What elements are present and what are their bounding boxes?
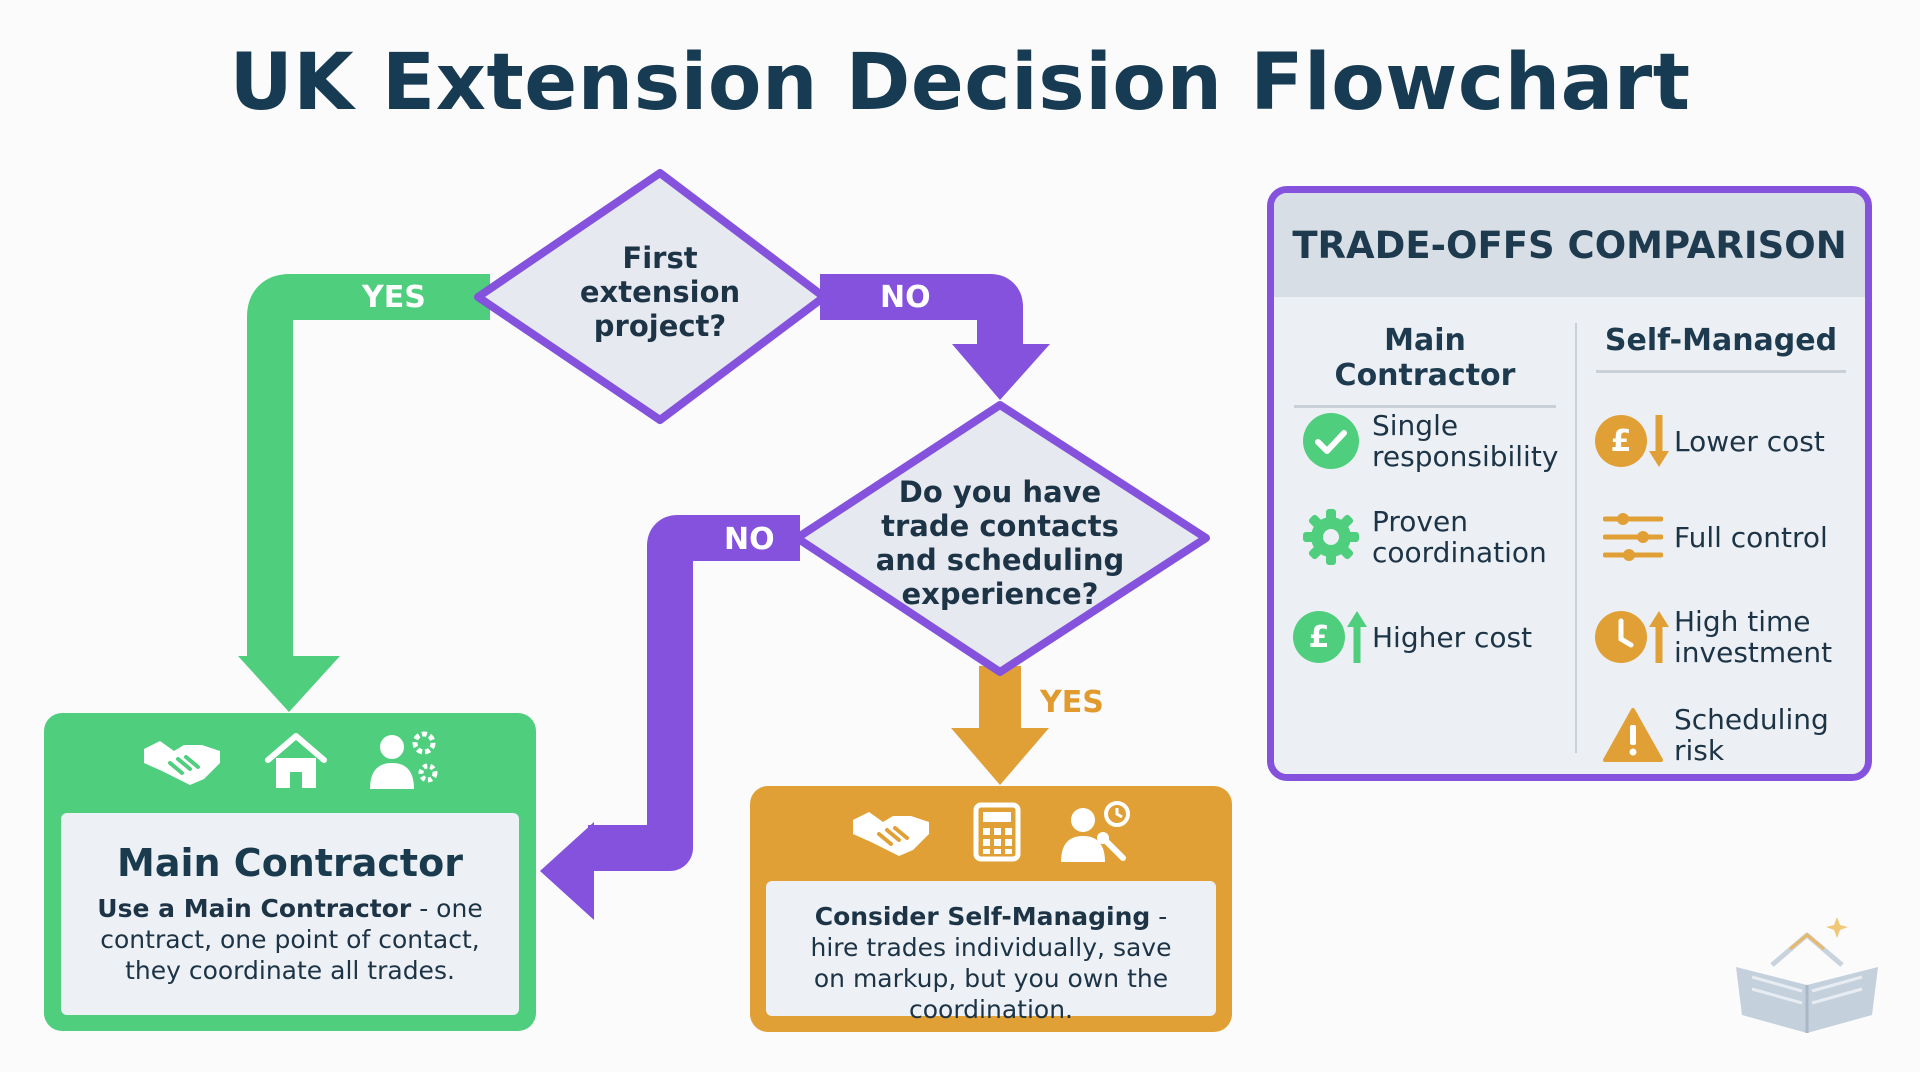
pound-down-icon: £ (1592, 413, 1674, 469)
yes-arrowhead-1 (238, 656, 340, 712)
decision-diamond-first (474, 169, 828, 424)
book-house-logo (1732, 905, 1882, 1039)
card-description-bold: Consider Self-Managing (814, 902, 1151, 931)
person-gear-icon (368, 729, 440, 797)
decision-line: project? (593, 309, 727, 343)
tradeoff-item: £ Lower cost (1576, 401, 1865, 481)
tradeoffs-title: TRADE-OFFS COMPARISON (1274, 193, 1865, 297)
card-icons (750, 786, 1232, 881)
card-description: Use a Main Contractor - one contract, on… (89, 893, 491, 986)
tradeoff-item: Full control (1576, 497, 1865, 577)
card-body: Consider Self-Managing - hire trades ind… (766, 881, 1216, 1024)
sliders-icon (1592, 511, 1674, 563)
tradeoff-item: Scheduling risk (1576, 695, 1865, 774)
calculator-icon (973, 802, 1021, 866)
no-arrowhead-2 (540, 822, 594, 920)
card-heading: Main Contractor (117, 841, 463, 885)
house-icon (264, 732, 328, 794)
pound-up-icon: £ (1290, 609, 1372, 665)
tradeoff-item: Proven coordination (1274, 497, 1576, 577)
column-heading: Main Contractor (1294, 323, 1556, 408)
column-divider (1575, 323, 1577, 753)
decision-text-second: Do you have trade contacts and schedulin… (860, 475, 1140, 611)
tradeoff-item: £ Higher cost (1274, 597, 1576, 677)
decision-line: and scheduling (875, 543, 1125, 577)
page-title: UK Extension Decision Flowchart (229, 38, 1691, 128)
tradeoff-item: Single responsibility (1274, 401, 1576, 481)
svg-text:£: £ (1309, 620, 1330, 655)
tradeoff-item: High time investment (1576, 597, 1865, 677)
no-connector-2 (588, 515, 800, 871)
decision-line: First (622, 241, 698, 275)
warning-icon (1592, 707, 1674, 763)
tradeoff-text: High time investment (1674, 605, 1833, 669)
label-first-yes: YES (362, 280, 426, 315)
main-contractor-card: Main Contractor Use a Main Contractor - … (44, 713, 536, 1031)
card-description-rest: - hire trades individually, save on mark… (810, 902, 1172, 1024)
yes-connector-2 (979, 666, 1021, 734)
clock-up-icon (1592, 609, 1674, 665)
self-managed-column: Self-Managed £ Lower cost (1576, 297, 1865, 774)
card-description-bold: Use a Main Contractor (97, 894, 412, 923)
label-second-yes: YES (1040, 685, 1104, 720)
card-body: Main Contractor Use a Main Contractor - … (61, 813, 519, 1015)
svg-text:£: £ (1611, 424, 1632, 459)
tradeoff-text: Full control (1674, 520, 1828, 554)
gear-icon (1290, 507, 1372, 567)
main-contractor-column: Main Contractor Single responsibility (1274, 297, 1576, 774)
tradeoff-text: Lower cost (1674, 424, 1825, 458)
decision-line: Do you have (898, 475, 1102, 509)
tradeoffs-panel: TRADE-OFFS COMPARISON Main Contractor Si… (1267, 186, 1872, 781)
handshake-icon (140, 731, 224, 795)
decision-text-first: First extension project? (540, 241, 780, 343)
label-first-no: NO (880, 280, 931, 315)
handshake-icon (849, 802, 933, 866)
card-icons (44, 713, 536, 813)
decision-line: extension (579, 275, 741, 309)
tradeoff-text: Proven coordination (1372, 505, 1547, 569)
card-description-rest: - one contract, one point of contact, th… (100, 894, 483, 985)
yes-connector-1 (247, 274, 490, 662)
card-description: Consider Self-Managing - hire trades ind… (794, 901, 1188, 1025)
check-circle-icon (1290, 411, 1372, 471)
person-clock-icon (1061, 800, 1133, 868)
decision-diamond-second (793, 401, 1210, 676)
decision-line: experience? (901, 577, 1099, 611)
tradeoff-text: Scheduling risk (1674, 703, 1829, 767)
self-managing-card: Consider Self-Managing - hire trades ind… (750, 786, 1232, 1032)
label-second-no: NO (724, 522, 775, 557)
tradeoff-text: Single responsibility (1372, 409, 1559, 473)
no-connector-1 (820, 274, 1023, 350)
yes-arrowhead-2 (951, 728, 1049, 785)
tradeoff-text: Higher cost (1372, 620, 1533, 654)
no-arrowhead-1 (952, 344, 1050, 400)
column-heading: Self-Managed (1596, 323, 1846, 373)
decision-line: trade contacts (881, 509, 1119, 543)
